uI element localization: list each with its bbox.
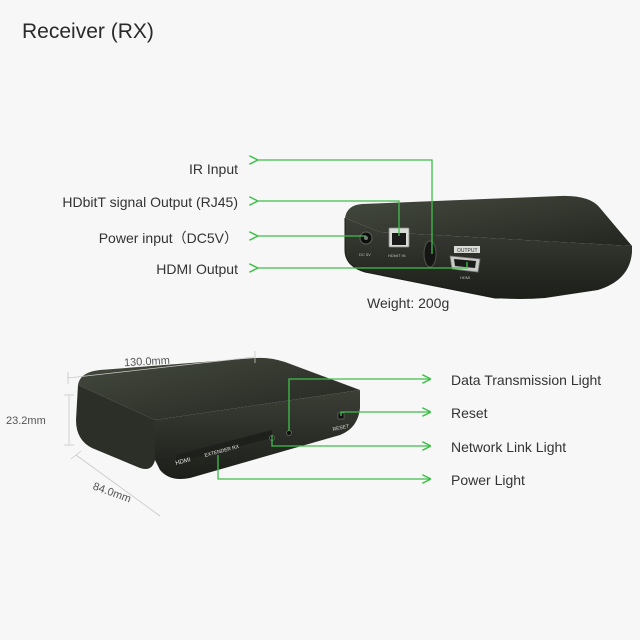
link-light-led <box>286 430 292 436</box>
port-label-output: OUTPUT <box>457 248 478 254</box>
callout-power-input: Power input（DC5V） <box>98 230 238 246</box>
front-brand-label: HDMI <box>175 457 192 467</box>
callout-ir-input: IR Input <box>188 161 238 177</box>
front-device-side <box>76 385 155 469</box>
callout-hdmi-output: HDMI Output <box>156 261 238 277</box>
callout-data-light: Data Transmission Light <box>451 372 602 388</box>
port-label-hdmi: HDMI <box>460 275 470 280</box>
weight-label: Weight: 200g <box>367 295 450 311</box>
front-device-top <box>78 357 360 420</box>
dimension-lines <box>64 351 256 517</box>
callout-hdbitt-output: HDbitT signal Output (RJ45) <box>62 194 238 210</box>
front-device: HDMI EXTENDER RX RESET <box>76 357 360 479</box>
page-title: Receiver (RX) <box>22 20 154 43</box>
hdmi-output-badge <box>454 246 480 253</box>
front-callout-lines <box>217 379 430 479</box>
rear-device: DC 5V HDbitT IN OUTPUT HDMI <box>344 195 632 299</box>
rear-device-top <box>345 195 632 246</box>
ir-input-port <box>423 240 437 268</box>
callout-reset: Reset <box>451 405 488 421</box>
port-label-hdbitt: HDbitT IN <box>388 253 406 258</box>
rear-callout-lines <box>257 160 468 268</box>
port-label-dc: DC 5V <box>359 252 371 257</box>
callout-power-light: Power Light <box>451 472 525 488</box>
rear-device-face <box>345 218 632 299</box>
reset-button-label: RESET <box>332 424 350 433</box>
callout-link-light: Network Link Light <box>451 439 567 455</box>
dimension-height: 23.2mm <box>6 415 46 427</box>
